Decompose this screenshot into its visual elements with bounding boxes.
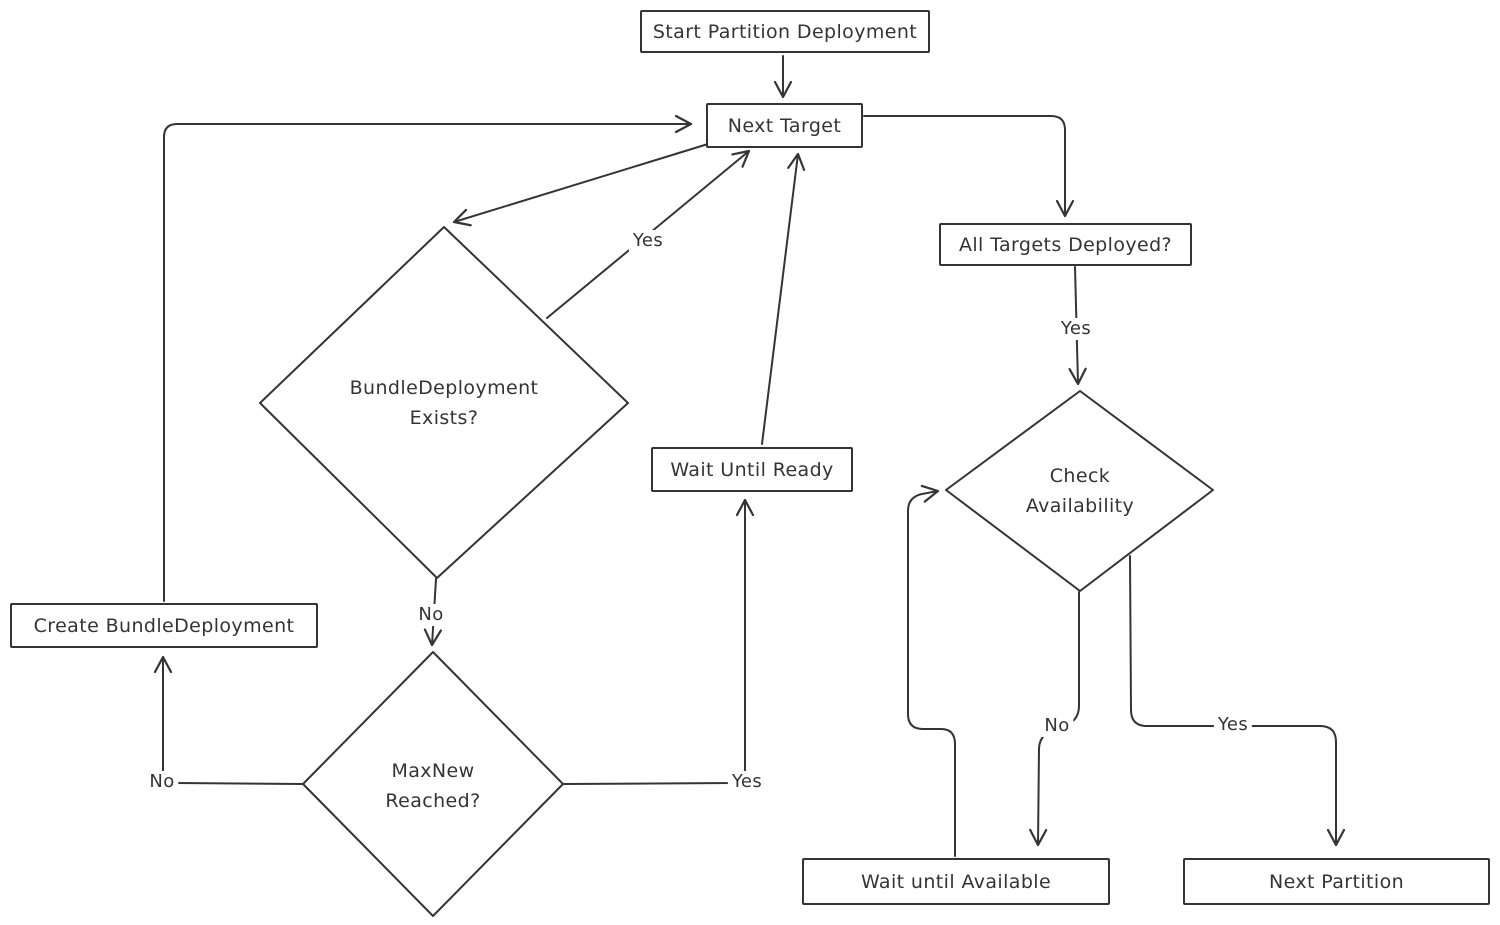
edge-label-bundle-exists-no: No bbox=[414, 604, 448, 626]
label-check-availability: Check Availability bbox=[1025, 465, 1135, 517]
diamond-check-availability bbox=[945, 390, 1214, 592]
edge-label-check-availability-yes: Yes bbox=[1213, 714, 1253, 736]
edge-maxnew-no-to-create-bundle bbox=[153, 655, 303, 785]
edge-check-yes-to-next-partition bbox=[1129, 555, 1346, 847]
edge-wait-available-to-check bbox=[907, 484, 956, 857]
edge-maxnew-yes-to-wait-ready bbox=[563, 498, 755, 785]
edge-label-check-availability-no: No bbox=[1040, 715, 1074, 737]
edge-label-maxnew-yes: Yes bbox=[727, 771, 767, 793]
node-wait-until-available: Wait until Available bbox=[802, 858, 1110, 905]
node-next-target: Next Target bbox=[706, 103, 863, 148]
edge-label-all-targets-yes: Yes bbox=[1056, 318, 1096, 340]
edge-next-target-to-bundle-exists bbox=[452, 143, 709, 227]
label-maxnew-reached: MaxNew Reached? bbox=[385, 760, 481, 812]
diamond-bundle-deployment-exists bbox=[259, 226, 629, 579]
edge-next-target-to-all-targets bbox=[863, 115, 1075, 218]
edge-label-maxnew-no: No bbox=[145, 771, 179, 793]
diamond-maxnew-reached bbox=[302, 651, 564, 917]
edge-label-bundle-exists-yes: Yes bbox=[628, 230, 668, 252]
node-wait-until-ready: Wait Until Ready bbox=[651, 447, 853, 492]
label-bundle-deployment-exists: BundleDeployment Exists? bbox=[349, 377, 539, 429]
node-all-targets-deployed: All Targets Deployed? bbox=[939, 223, 1192, 266]
node-next-partition: Next Partition bbox=[1183, 858, 1490, 905]
node-start-partition-deployment: Start Partition Deployment bbox=[640, 10, 930, 53]
edge-create-bundle-to-next-target bbox=[163, 114, 693, 602]
node-create-bundle-deployment: Create BundleDeployment bbox=[10, 603, 318, 648]
edge-wait-ready-to-next-target bbox=[761, 152, 806, 445]
